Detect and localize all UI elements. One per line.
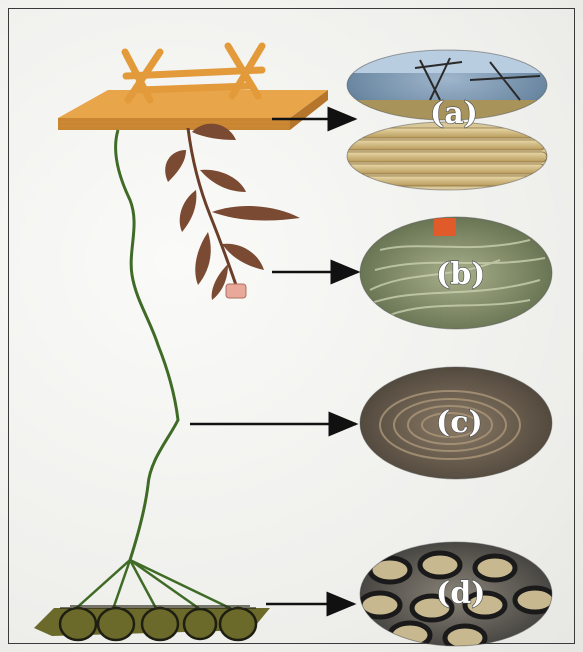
bamboo-raft bbox=[58, 46, 328, 130]
tire-anchor bbox=[34, 606, 270, 640]
anchor-rope bbox=[116, 130, 178, 560]
panel-label-a: (a) bbox=[430, 96, 478, 131]
anchor-lines bbox=[72, 560, 238, 612]
panel-label-c: (c) bbox=[436, 405, 483, 440]
arrows bbox=[190, 119, 358, 604]
panel-label-b: (b) bbox=[436, 257, 485, 292]
panel-label-d: (d) bbox=[436, 576, 485, 611]
seaweed-cutting bbox=[165, 124, 300, 300]
photo-a-bottom bbox=[340, 120, 555, 195]
